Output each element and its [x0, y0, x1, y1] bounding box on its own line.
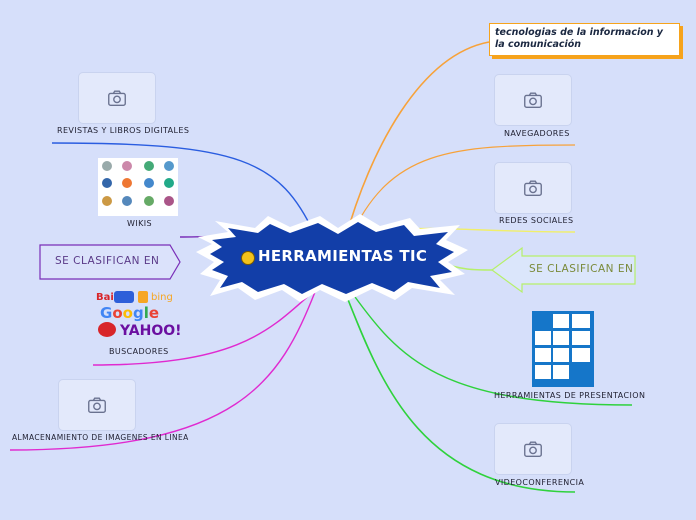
camera-icon	[524, 180, 542, 197]
branch-line-revistas	[51, 142, 316, 236]
image-placeholder-redes	[494, 162, 572, 214]
camera-icon	[88, 397, 106, 414]
center-starburst	[210, 222, 454, 294]
globe-icon	[241, 251, 255, 265]
camera-icon	[108, 90, 126, 107]
label-clasifican-right[interactable]: SE CLASIFICAN EN	[529, 263, 634, 275]
image-placeholder-navegadores	[494, 74, 572, 126]
branch-line-top-box	[344, 41, 490, 241]
arrow-shape-left	[39, 244, 181, 280]
topic-tecnologias[interactable]: tecnologias de la informacion y la comun…	[489, 23, 680, 56]
wikis-image	[98, 158, 178, 216]
label-revistas-libros[interactable]: REVISTAS Y LIBROS DIGITALES	[57, 126, 190, 135]
branch-line-navegadores	[349, 144, 576, 239]
label-herramientas-presentacion[interactable]: HERRAMIENTAS DE PRESENTACION	[494, 391, 646, 400]
image-placeholder-revistas	[78, 72, 156, 124]
label-wikis[interactable]: WIKIS	[127, 219, 152, 228]
label-buscadores[interactable]: BUSCADORES	[109, 347, 169, 356]
branch-line-videoconferencia	[344, 291, 576, 493]
label-almacenamiento[interactable]: ALMACENAMIENTO DE IMAGENES EN LINEA	[12, 433, 189, 442]
label-navegadores[interactable]: NAVEGADORES	[504, 129, 570, 138]
central-topic-title[interactable]: HERRAMIENTAS TIC	[258, 247, 428, 265]
arrow-shape-right	[490, 246, 636, 294]
branch-line-presentacion	[349, 289, 633, 406]
label-redes-sociales[interactable]: REDES SOCIALES	[499, 216, 574, 225]
image-placeholder-almacenamiento	[58, 379, 136, 431]
search-engines-image: Bai bing Google YAHOO!	[96, 291, 182, 339]
camera-icon	[524, 92, 542, 109]
branch-line-buscadores	[92, 289, 316, 366]
image-placeholder-videoconferencia	[494, 423, 572, 475]
label-videoconferencia[interactable]: VIDEOCONFERENCIA	[495, 478, 585, 487]
branch-line-almacenamiento	[9, 291, 316, 451]
camera-icon	[524, 441, 542, 458]
label-clasifican-left[interactable]: SE CLASIFICAN EN	[55, 255, 160, 267]
presentation-tools-image	[532, 311, 594, 387]
